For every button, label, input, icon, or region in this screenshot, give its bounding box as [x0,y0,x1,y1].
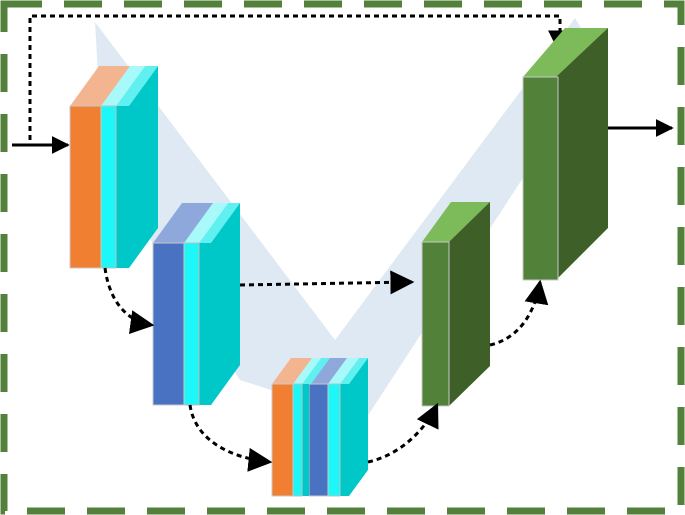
green-layer [522,76,559,281]
up-connector-2 [489,279,549,347]
up-connector-1 [367,402,439,464]
global-skip-connector [28,14,572,140]
decoder-stage-1-block [421,202,490,407]
orange-layer [271,383,294,497]
orange-layer [69,105,102,269]
blue-layer [308,383,329,497]
down-connector-2 [188,404,273,472]
blue-layer [152,242,185,406]
bottleneck-stage-block [271,358,368,497]
green-layer [421,241,450,407]
cyan-layer [183,242,200,406]
cyan-layer [100,105,117,269]
input-stage-block [69,66,158,269]
down-connector-1 [103,267,155,334]
cyan-layer [292,383,303,497]
cyan-layer [327,383,341,497]
output-stage-block [522,28,608,281]
skip-connector [239,270,415,295]
encoder-stage-1-block [152,203,240,406]
